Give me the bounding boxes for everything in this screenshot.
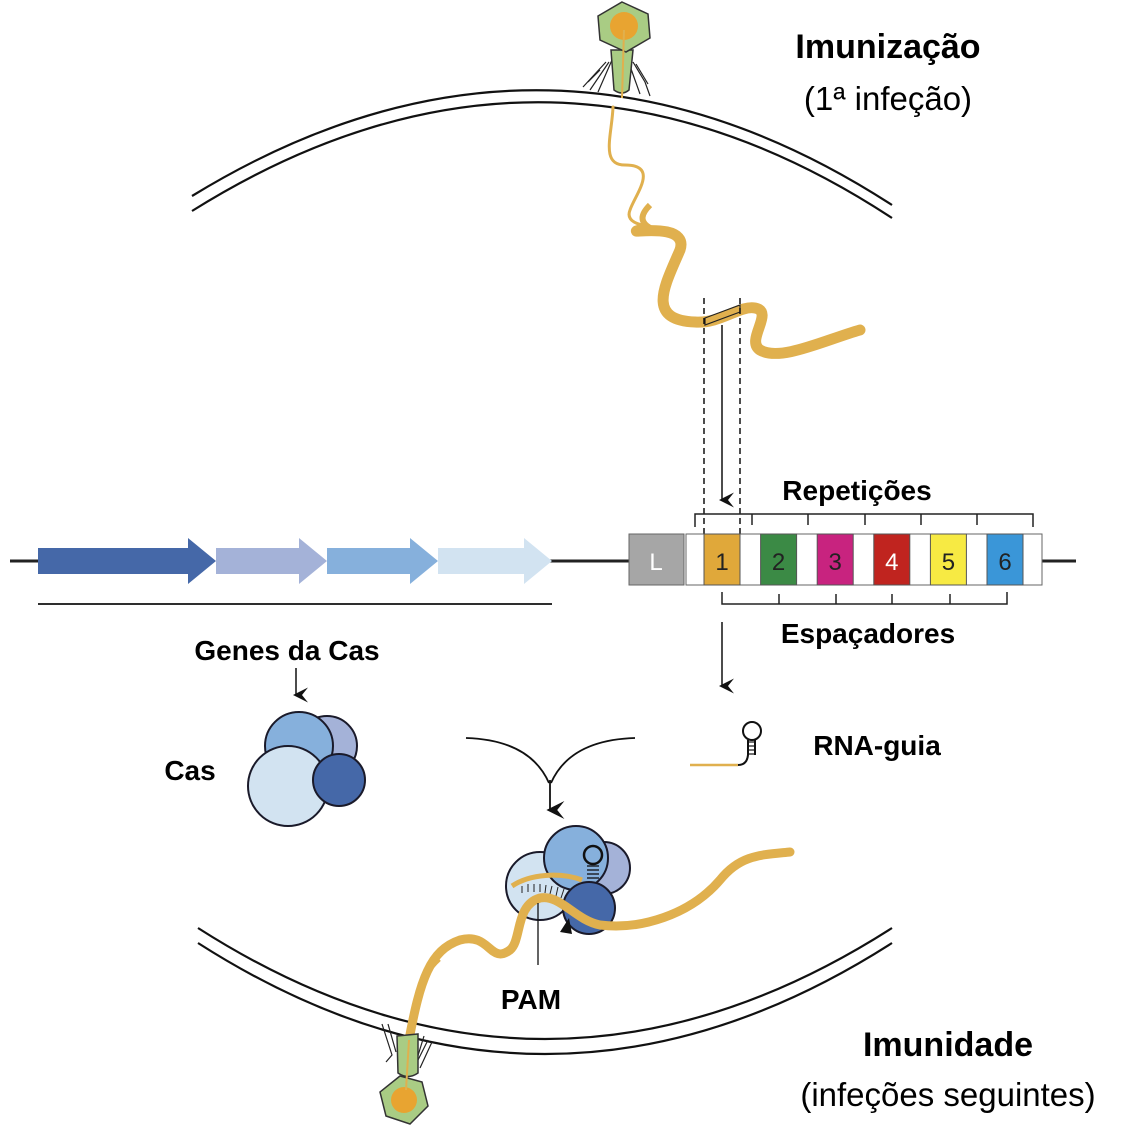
cas-protein-complex-icon [247, 711, 366, 827]
cas-interference-complex-icon [505, 825, 631, 935]
spacer-box-5 [929, 533, 967, 586]
pam-label: PAM [501, 984, 561, 1015]
spacer-label-4: 4 [885, 549, 898, 576]
subtitle-subsequent-infections: (infeções seguintes) [800, 1076, 1095, 1113]
repeats-label: Repetições [782, 475, 931, 506]
spacer-box-2 [760, 533, 798, 586]
spacer-box-1 [703, 533, 741, 586]
spacer-label-6: 6 [998, 549, 1011, 576]
spacer-label-5: 5 [942, 549, 955, 576]
cell-membrane-top [191, 89, 893, 219]
leader-box [628, 533, 685, 586]
guide-rna-icon [690, 721, 762, 767]
subtitle-first-infection: (1ª infeção) [804, 80, 972, 117]
spacer-box-3 [816, 533, 854, 586]
spacer-label-3: 3 [829, 549, 842, 576]
spacers-label: Espaçadores [781, 618, 955, 649]
cas-gene-2-arrow [216, 538, 327, 584]
cas-gene-1-arrow [38, 538, 216, 584]
repeats-bracket [694, 513, 1034, 527]
crispr-array: L 1 2 3 4 5 6 [628, 533, 1043, 586]
phage-top-icon [582, 1, 651, 99]
guide-rna-label: RNA-guia [813, 730, 941, 761]
spacers-bracket [721, 592, 1008, 605]
assembly-arrow [465, 737, 636, 819]
spacer-box-6 [986, 533, 1024, 586]
target-dna-strand [404, 847, 795, 1045]
cas-gene-arrows [38, 538, 552, 584]
cas-label: Cas [164, 755, 215, 786]
phage-dna-thick [631, 224, 866, 359]
title-immunity: Imunidade [863, 1026, 1033, 1064]
cas-genes-label: Genes da Cas [194, 635, 379, 666]
title-immunization: Imunização [795, 28, 980, 66]
cas-gene-3-arrow [327, 538, 438, 584]
spacer-label-2: 2 [772, 549, 785, 576]
cas-gene-4-arrow [438, 538, 552, 584]
phage-bottom-icon [379, 1023, 433, 1125]
phage-dna-core [610, 12, 638, 40]
repeat-region [685, 533, 1043, 586]
guide-rna-bound [510, 872, 583, 889]
leader-label: L [649, 549, 662, 576]
spacer-label-1: 1 [715, 549, 728, 576]
spacer-box-4 [873, 533, 911, 586]
cell-membrane-bottom [197, 927, 893, 1056]
